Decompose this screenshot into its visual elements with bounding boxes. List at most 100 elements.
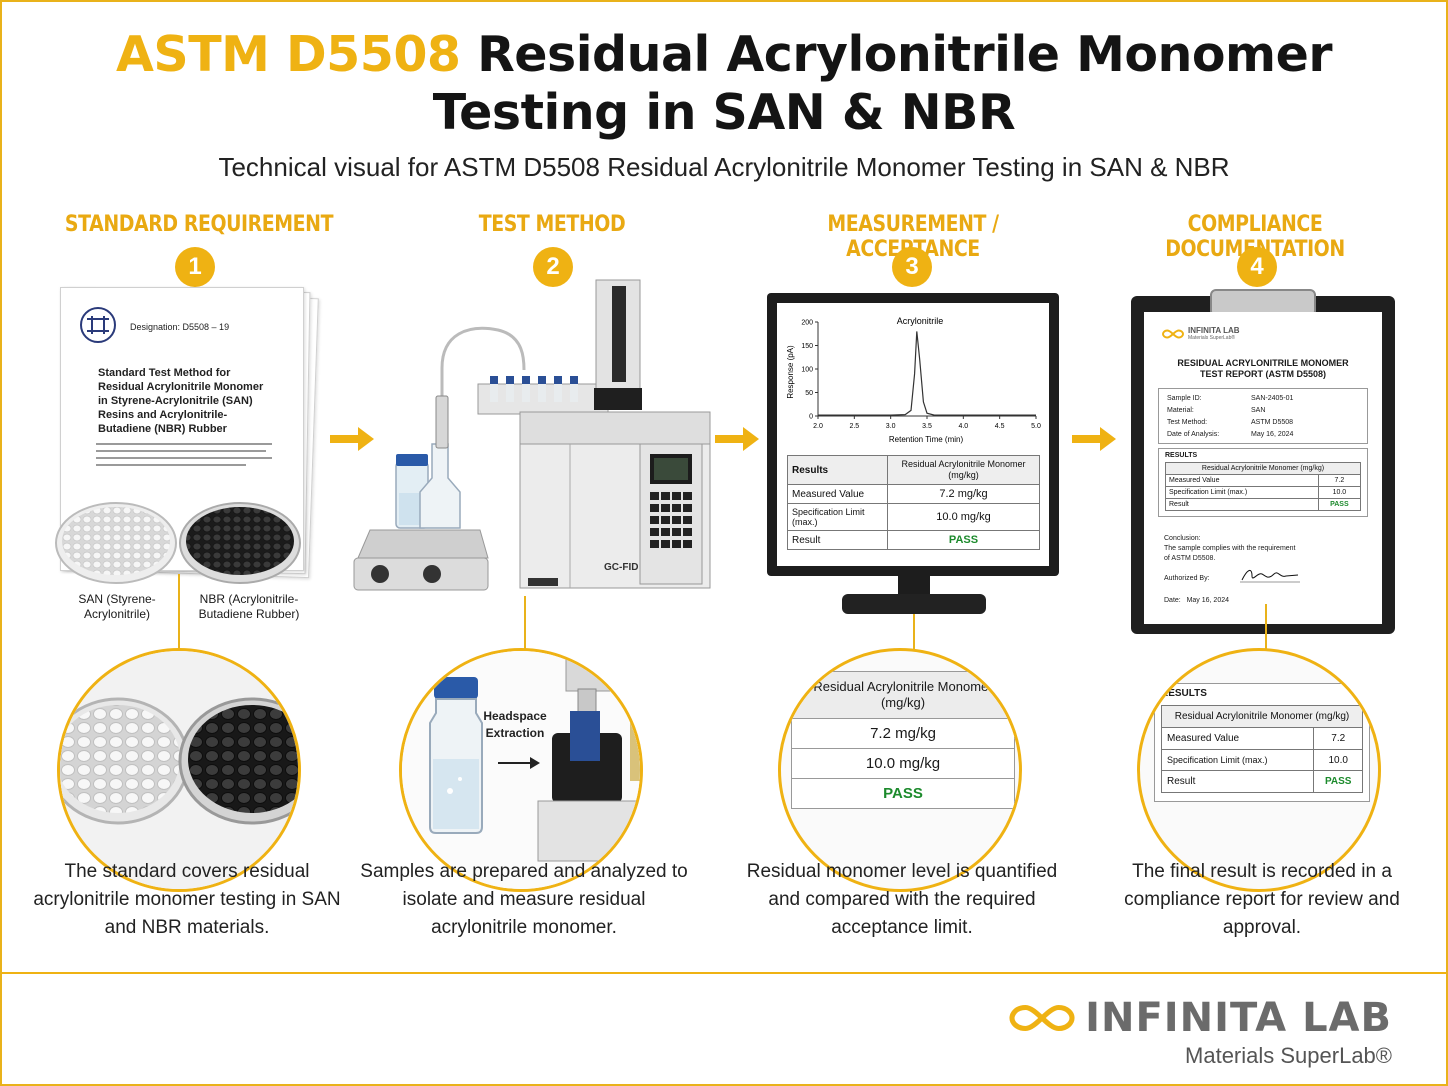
nbr-label-line: Butadiene Rubber) (198, 607, 300, 621)
monitor-table-header-left: Results (787, 455, 888, 485)
headspace-label-line: Extraction (485, 726, 545, 740)
monitor-row-label: Specification Limit (max.) (787, 503, 888, 531)
zoom-circle-samples (57, 648, 301, 892)
doc-title: Standard Test Method for Residual Acrylo… (98, 366, 263, 436)
connector-line (913, 614, 915, 650)
connector-line (1265, 604, 1267, 650)
chart-x-tick-label: 3.5 (922, 423, 932, 430)
report-brand: INFINITA LAB Materials SuperLab® (1162, 326, 1240, 341)
monitor-table-header-line: Residual Acrylonitrile Monomer (901, 459, 1026, 469)
zoom-report-row-value: 10.0 (1313, 749, 1363, 771)
chart-title: Acrylonitrile (897, 316, 944, 326)
report-title-line: TEST REPORT (ASTM D5508) (1199, 369, 1327, 379)
chart-x-tick-label: 5.0 (1031, 423, 1041, 430)
doc-title-line: in Styrene-Acrylonitrile (SAN) (98, 395, 253, 407)
monitor-row-label: Result (787, 530, 888, 550)
headspace-label: Headspace Extraction (470, 708, 560, 742)
arrow-right-icon (330, 427, 374, 451)
step-2-caption: Samples are prepared and analyzed to iso… (360, 861, 688, 938)
footer-divider (2, 972, 1446, 974)
monitor-stand (842, 594, 986, 614)
report-conclusion-line: of ASTM D5508. (1164, 555, 1216, 562)
report-date-label: Date: (1164, 597, 1181, 604)
monitor-row-value: 7.2 mg/kg (887, 484, 1040, 504)
infinity-icon (1009, 1004, 1075, 1032)
step-1-caption: The standard covers residual acrylonitri… (33, 861, 341, 938)
report-field-value: SAN-2405-01 (1251, 395, 1294, 402)
report-brand-tag: Materials SuperLab® (1188, 335, 1236, 341)
zoom-measure-header: Residual Acrylonitrile Monomer (mg/kg) (792, 672, 1014, 719)
page-title: ASTM D5508 Residual Acrylonitrile Monome… (0, 26, 1448, 142)
title-accent: ASTM D5508 (116, 26, 461, 83)
chart-x-tick-label: 3.0 (886, 423, 896, 430)
gc-fid-label: GC-FID (604, 562, 639, 573)
arrow-right-icon (1072, 427, 1116, 451)
chart-y-tick-label: 200 (801, 320, 813, 327)
chart-x-tick-label: 2.5 (849, 423, 859, 430)
title-rest: Residual Acrylonitrile Monomer (460, 26, 1332, 83)
connector-line (178, 574, 180, 650)
zoom-report-row-label: Specification Limit (max.) (1160, 749, 1315, 771)
chart-x-tick-label: 4.5 (995, 423, 1005, 430)
step-2-badge: 2 (533, 247, 573, 287)
report-authorized-label: Authorized By: (1164, 575, 1210, 582)
zoom-measure-header-line: (mg/kg) (880, 695, 926, 710)
nbr-label-line: NBR (Acrylonitrile- (199, 592, 299, 606)
gc-fid-instrument-illustration (353, 279, 711, 591)
zoom-report-results-label: RESULTS (1161, 688, 1207, 699)
report-field-label: Material: (1167, 407, 1194, 414)
report-row-result: PASS (1317, 498, 1362, 511)
report-field-label: Sample ID: (1167, 395, 1202, 402)
report-sheet: INFINITA LAB Materials SuperLab® RESIDUA… (1144, 312, 1382, 624)
san-label-line: Acrylonitrile) (83, 607, 150, 621)
step-4-badge: 4 (1237, 247, 1277, 287)
monitor-table-header-right: Residual Acrylonitrile Monomer (mg/kg) (887, 455, 1040, 485)
title-line2: Testing in SAN & NBR (432, 84, 1016, 141)
doc-title-line: Butadiene (NBR) Rubber (98, 423, 227, 435)
zoom-measure-value: 7.2 mg/kg (792, 719, 1014, 749)
chart-xlabel: Retention Time (min) (889, 435, 964, 444)
zoom-report-row-value: 7.2 (1313, 727, 1363, 750)
san-label: SAN (Styrene- Acrylonitrile) (62, 592, 172, 622)
report-results-label: RESULTS (1165, 452, 1198, 459)
report-results-header: Residual Acrylonitrile Monomer (mg/kg) (1165, 462, 1361, 475)
headspace-label-line: Headspace (483, 709, 547, 723)
nbr-label: NBR (Acrylonitrile- Butadiene Rubber) (184, 592, 314, 622)
report-conclusion-label: Conclusion: (1164, 535, 1201, 542)
chart-x-tick-label: 2.0 (813, 423, 823, 430)
report-title-line: RESIDUAL ACRYLONITRILE MONOMER (1177, 358, 1349, 368)
zoom-circle-headspace (399, 648, 643, 892)
zoom-circle-report: RESULTS Residual Acrylonitrile Monomer (… (1137, 648, 1381, 892)
zoom-circle-measure: Residual Acrylonitrile Monomer (mg/kg) 7… (778, 648, 1022, 892)
report-conclusion-line: The sample complies with the requirement (1164, 545, 1296, 552)
doc-title-line: Residual Acrylonitrile Monomer (98, 381, 264, 393)
astm-logo-icon (80, 307, 116, 343)
chart-series-line (818, 331, 1036, 416)
chart-ylabel: Response (pA) (786, 345, 795, 399)
doc-designation: Designation: D5508 – 19 (130, 322, 230, 332)
zoom-petri-dishes (60, 651, 298, 889)
monitor-table-header-line: (mg/kg) (948, 470, 979, 480)
signature-icon (1240, 570, 1300, 583)
step-1-heading: STANDARD REQUIREMENT (64, 212, 334, 237)
arrow-right-icon (715, 427, 759, 451)
step-2-heading: TEST METHOD (478, 212, 626, 237)
zoom-measure-header-line: Residual Acrylonitrile Monomer (813, 679, 993, 694)
chromatogram-chart: Acrylonitrile Response (pA) Retention Ti… (786, 316, 1041, 444)
sample-petri-dishes (55, 502, 301, 584)
monitor-row-result: PASS (887, 530, 1040, 550)
zoom-measure-limit: 10.0 mg/kg (792, 749, 1014, 779)
report-row-value: 7.2 (1317, 474, 1362, 487)
zoom-measure-result: PASS (883, 785, 923, 802)
report-date: Date: May 16, 2024 (1164, 597, 1229, 604)
report-title: RESIDUAL ACRYLONITRILE MONOMER TEST REPO… (1144, 358, 1382, 380)
zoom-report-table: Residual Acrylonitrile Monomer (mg/kg) M… (1160, 705, 1363, 793)
step-1-badge: 1 (175, 247, 215, 287)
zoom-report-block: RESULTS Residual Acrylonitrile Monomer (… (1154, 683, 1370, 802)
zoom-report-row-label: Result (1160, 770, 1315, 793)
chart-y-tick-label: 50 (805, 390, 813, 397)
step-3-badge: 3 (892, 247, 932, 287)
report-field-value: May 16, 2024 (1251, 431, 1294, 438)
chart-y-tick-label: 0 (809, 414, 813, 421)
